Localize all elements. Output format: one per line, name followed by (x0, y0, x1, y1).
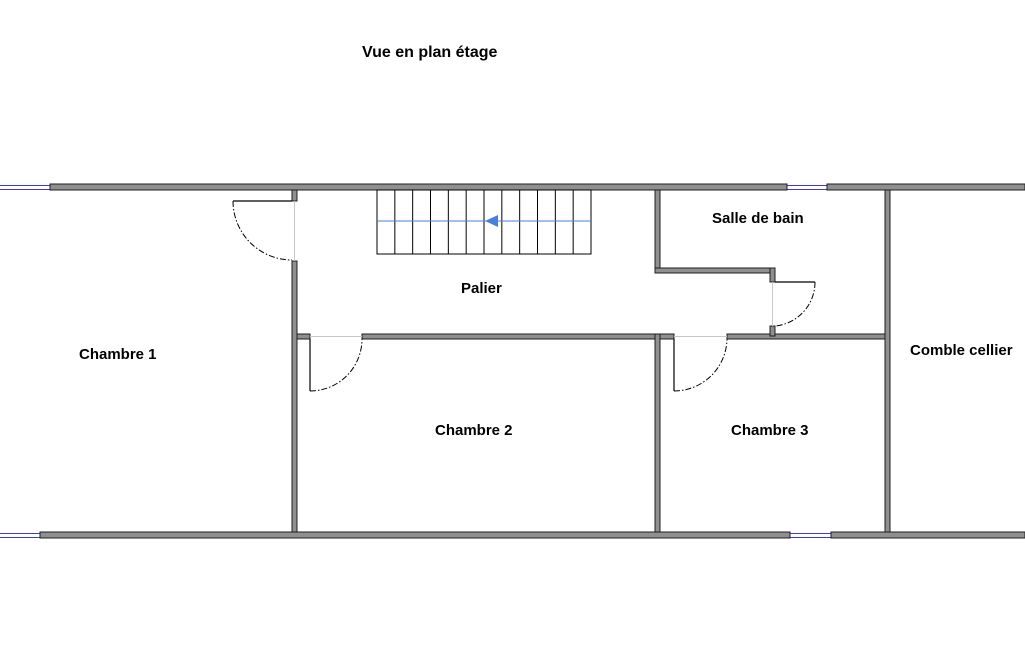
door-chambre2 (309, 338, 363, 392)
door-salle-de-bain (774, 281, 816, 327)
room-label-chambre-3: Chambre 3 (731, 422, 809, 439)
room-label-palier: Palier (461, 280, 502, 297)
room-label-chambre-1: Chambre 1 (79, 346, 157, 363)
exterior-walls (39, 183, 1025, 539)
door-jambs (294, 201, 773, 337)
stair-arrow-icon (485, 215, 498, 227)
staircase (376, 189, 592, 255)
door-chambre1 (232, 200, 293, 261)
plan-title: Vue en plan étage (362, 44, 498, 61)
room-label-chambre-2: Chambre 2 (435, 422, 513, 439)
room-label-salle-de-bain: Salle de bain (712, 210, 804, 227)
room-label-comble-cellier: Comble cellier (910, 342, 1013, 359)
windows (0, 185, 831, 538)
door-chambre3 (673, 338, 728, 392)
